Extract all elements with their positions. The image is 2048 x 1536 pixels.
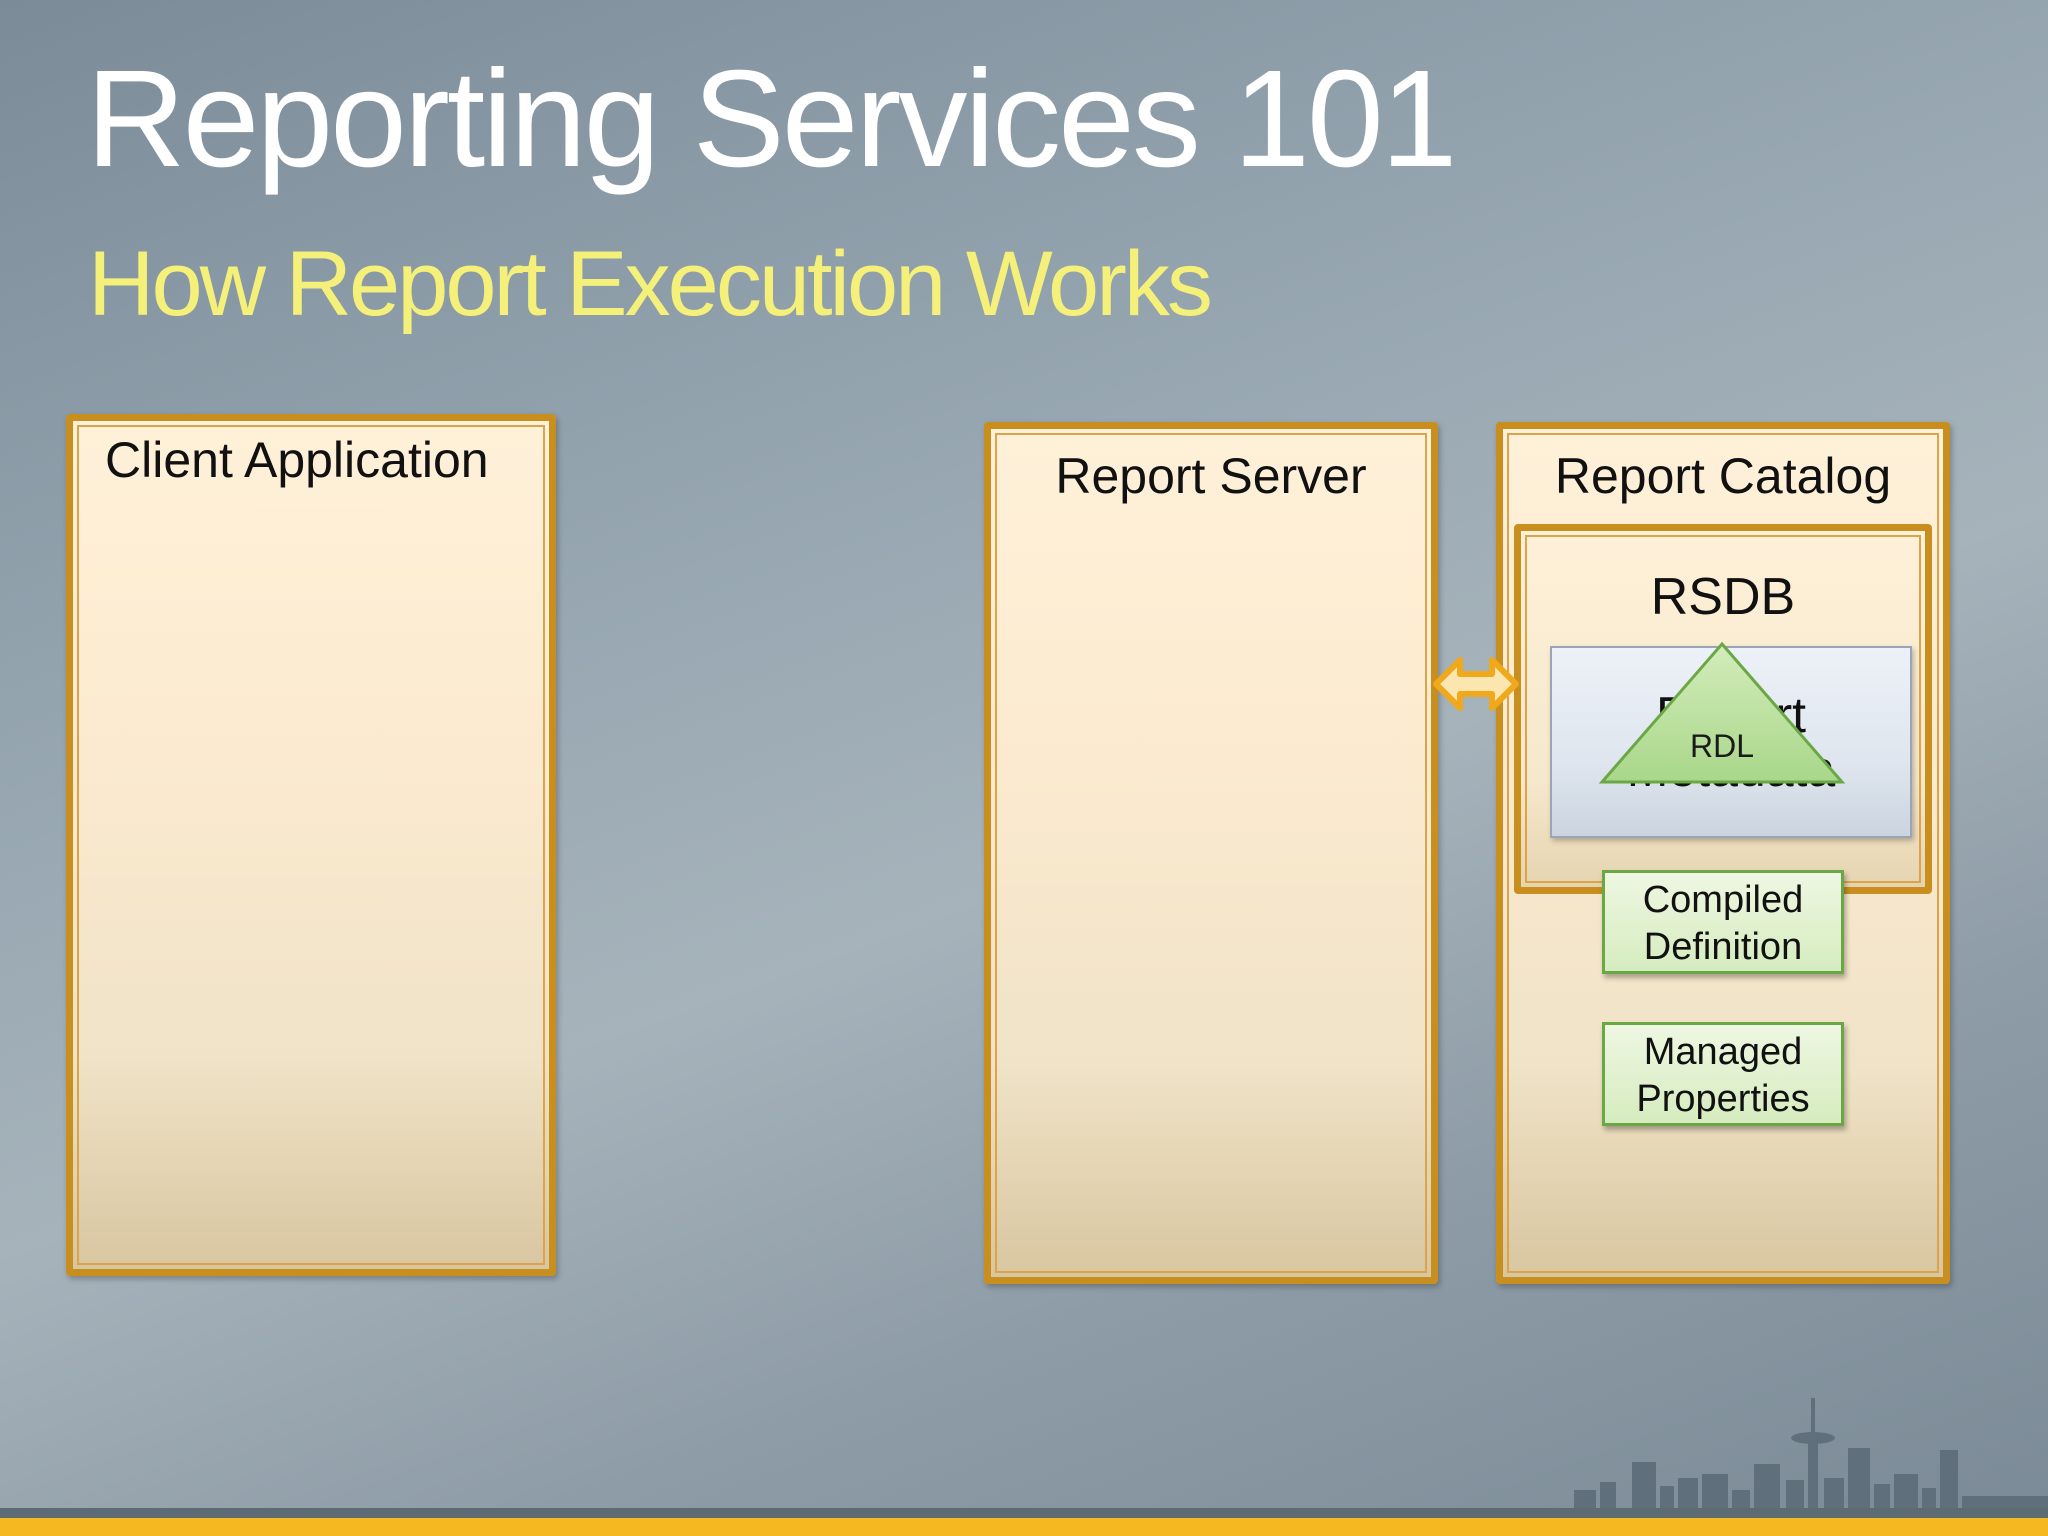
report-server-box: Report Server bbox=[984, 422, 1438, 1284]
compiled-definition-box: Compiled Definition bbox=[1602, 870, 1844, 974]
rdl-triangle-shape bbox=[1598, 641, 1846, 784]
slide-title: Reporting Services 101 bbox=[86, 42, 1457, 196]
rsdb-label: RSDB bbox=[1650, 568, 1796, 626]
footer-accent-bar bbox=[0, 1518, 2048, 1536]
city-skyline-icon bbox=[1574, 1398, 2048, 1514]
managed-properties-box: Managed Properties bbox=[1602, 1022, 1844, 1126]
report-server-label: Report Server bbox=[1055, 448, 1367, 504]
client-application-label: Client Application bbox=[105, 432, 489, 488]
rdl-label: RDL bbox=[1689, 728, 1754, 764]
report-catalog-label: Report Catalog bbox=[1554, 448, 1892, 504]
client-application-box: Client Application bbox=[66, 414, 556, 1276]
double-arrow-icon bbox=[1433, 657, 1519, 711]
footer-strip bbox=[0, 1508, 2048, 1518]
slide-subtitle: How Report Execution Works bbox=[88, 233, 1213, 335]
